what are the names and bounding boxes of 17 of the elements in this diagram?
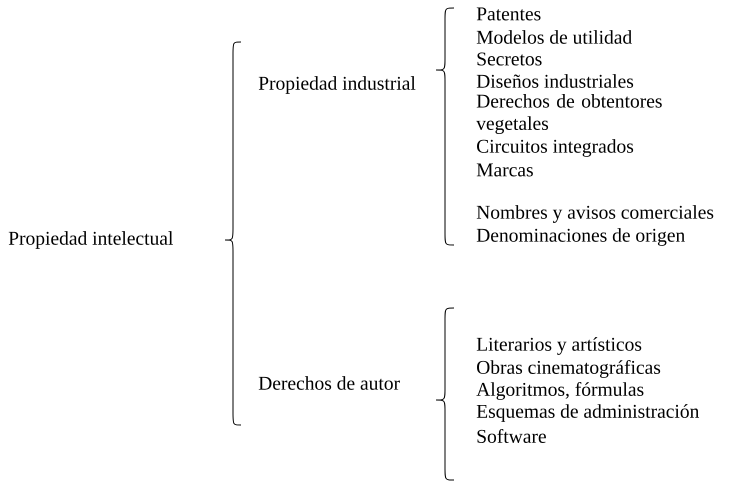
list-item: Obras cinematográficas	[477, 360, 660, 378]
category-label: Propiedad intelectual	[8, 231, 173, 249]
list-item: Modelos de utilidad	[476, 30, 632, 44]
list-item: Secretos	[478, 52, 542, 66]
category-label: Derechos de autor	[258, 376, 400, 390]
list-item: Nombres y avisos comerciales	[476, 205, 714, 223]
list-item: Literarios y artísticos	[476, 337, 642, 355]
list-item: Software	[478, 429, 546, 443]
list-item: Denominaciones de origen	[476, 228, 685, 246]
list-item: Esquemas de administración	[476, 404, 700, 422]
list-item: Marcas	[476, 164, 533, 176]
list-item: Algoritmos, fórmulas	[476, 382, 644, 400]
list-item: Diseños industriales	[476, 74, 634, 88]
list-item: Patentes	[476, 8, 540, 20]
category-label: Propiedad industrial	[258, 76, 416, 94]
list-item: Derechos de obtentores vegetales	[476, 94, 662, 134]
list-item: Circuitos integrados	[477, 139, 634, 157]
